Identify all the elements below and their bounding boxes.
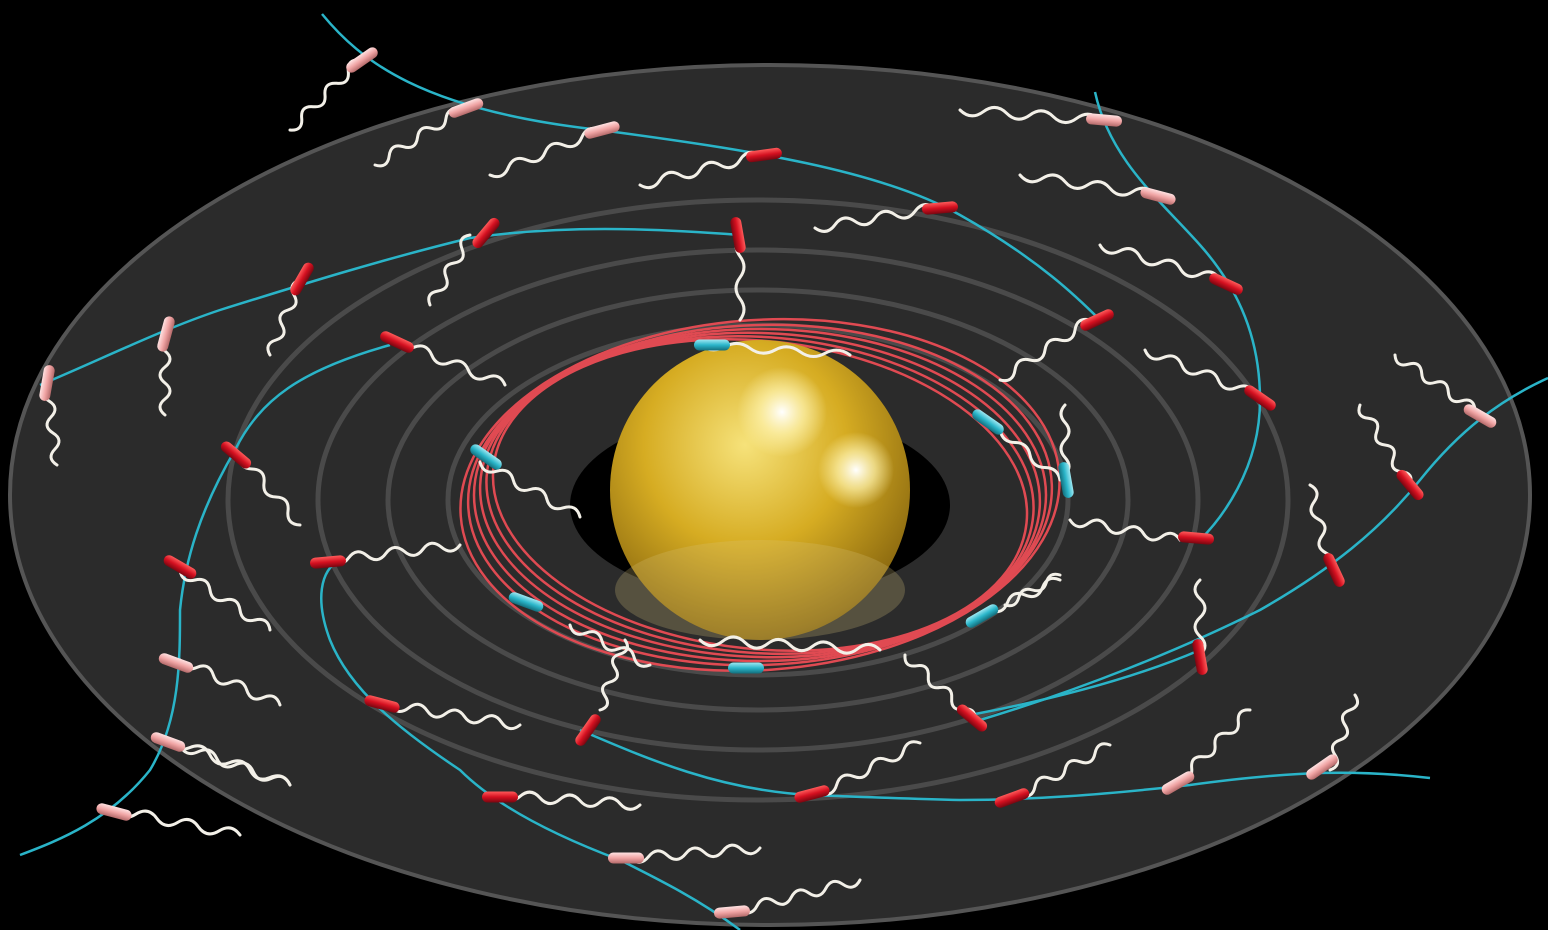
wavy-tail <box>698 635 882 655</box>
pink-capsule <box>1463 404 1497 428</box>
pink-capsule <box>158 653 194 673</box>
wavy-tail <box>328 541 462 566</box>
pink-capsule <box>714 905 750 919</box>
red-capsule <box>730 217 746 253</box>
pink-capsule <box>608 852 644 864</box>
wavy-tail <box>1098 243 1222 282</box>
red-capsule <box>220 441 252 469</box>
cyan-strand <box>579 728 811 797</box>
wavy-tail <box>813 203 937 233</box>
red-capsule <box>380 331 414 353</box>
red-capsule <box>310 555 346 569</box>
pink-capsule <box>157 316 175 352</box>
cyan-strand <box>799 771 1431 802</box>
wavy-tail <box>1003 572 1062 608</box>
wavy-tail <box>998 428 1062 482</box>
cyan-capsule <box>1058 462 1074 498</box>
spiral-coil <box>472 327 1048 663</box>
wavy-tail <box>427 233 472 307</box>
wavy-tail <box>178 568 272 632</box>
pink-capsule <box>150 732 186 752</box>
wavy-tail <box>998 317 1092 383</box>
wavy-tail <box>288 58 362 132</box>
red-capsule <box>956 704 988 732</box>
red-capsule <box>746 147 782 163</box>
capsules <box>39 47 1497 919</box>
cyan-strand <box>320 558 741 930</box>
red-capsule <box>1209 273 1243 295</box>
wavy-tail <box>388 702 522 731</box>
wavy-tail <box>638 150 762 190</box>
red-capsule <box>922 201 958 215</box>
wavy-tail <box>168 738 292 787</box>
cyan-strand <box>1093 91 1262 541</box>
red-capsule <box>794 785 830 803</box>
red-capsule <box>994 788 1030 808</box>
red-capsule <box>472 217 500 249</box>
pink-capsule <box>39 365 55 401</box>
pink-capsule <box>1140 187 1176 205</box>
red-capsule <box>290 262 314 296</box>
wavy-tail <box>1059 403 1071 477</box>
pink-capsule <box>96 803 132 821</box>
cyan-strand <box>39 227 741 387</box>
wavy-tail <box>373 107 462 168</box>
wavy-tail <box>958 106 1102 124</box>
wavy-tail <box>1393 353 1477 412</box>
pink-capsule <box>1306 754 1338 780</box>
wavy-tail <box>628 843 762 864</box>
gold-sphere <box>610 340 910 640</box>
red-capsule <box>1323 553 1345 587</box>
red-capsule <box>1244 385 1276 411</box>
red-capsule <box>1080 309 1114 331</box>
cyan-strand <box>969 648 1201 717</box>
red-capsule <box>1178 531 1214 545</box>
wavy-tail <box>598 638 630 712</box>
pink-capsule <box>448 98 484 118</box>
wavy-tail <box>238 453 302 527</box>
wavy-tail <box>1018 173 1157 197</box>
cyan-strand <box>19 343 391 857</box>
cyan-capsule <box>728 662 764 674</box>
disc-ring-2 <box>315 247 1201 753</box>
cyan-capsule <box>972 409 1004 435</box>
spiral-coil <box>478 331 1042 659</box>
pink-capsule <box>1161 771 1195 795</box>
wavy-tail <box>818 740 922 796</box>
red-capsule <box>575 714 601 746</box>
pink-capsule <box>584 121 620 139</box>
cyan-capsule <box>508 592 544 612</box>
spiral-coil <box>485 334 1035 656</box>
red-capsule <box>364 695 400 713</box>
wavy-tail <box>1068 518 1182 542</box>
wavy-tail <box>1018 742 1112 798</box>
cyan-capsule <box>965 604 999 628</box>
wavy-tail <box>568 623 652 668</box>
disc-ring-3 <box>385 287 1131 713</box>
wavy-tail <box>488 126 602 179</box>
wavy-tail <box>478 460 582 519</box>
pink-capsule <box>1086 113 1122 127</box>
wavy-tail <box>178 658 282 707</box>
disc-ring-1 <box>225 197 1291 803</box>
wavy-tail <box>113 808 242 837</box>
wavy-tail <box>1193 578 1207 657</box>
wavy-tail <box>1143 348 1257 397</box>
red-capsule <box>1192 639 1208 675</box>
red-capsule <box>1396 469 1424 501</box>
wavy-tail <box>1178 708 1252 782</box>
cyan-capsule <box>694 339 730 351</box>
cyan-strand <box>979 376 1548 722</box>
wavy-tail <box>738 878 862 915</box>
cyan-capsule <box>470 444 502 470</box>
red-capsule <box>163 555 197 579</box>
wavy-tail <box>498 790 642 811</box>
red-capsule <box>482 791 518 803</box>
spiral-coil <box>466 323 1054 667</box>
pink-capsule <box>346 47 378 73</box>
